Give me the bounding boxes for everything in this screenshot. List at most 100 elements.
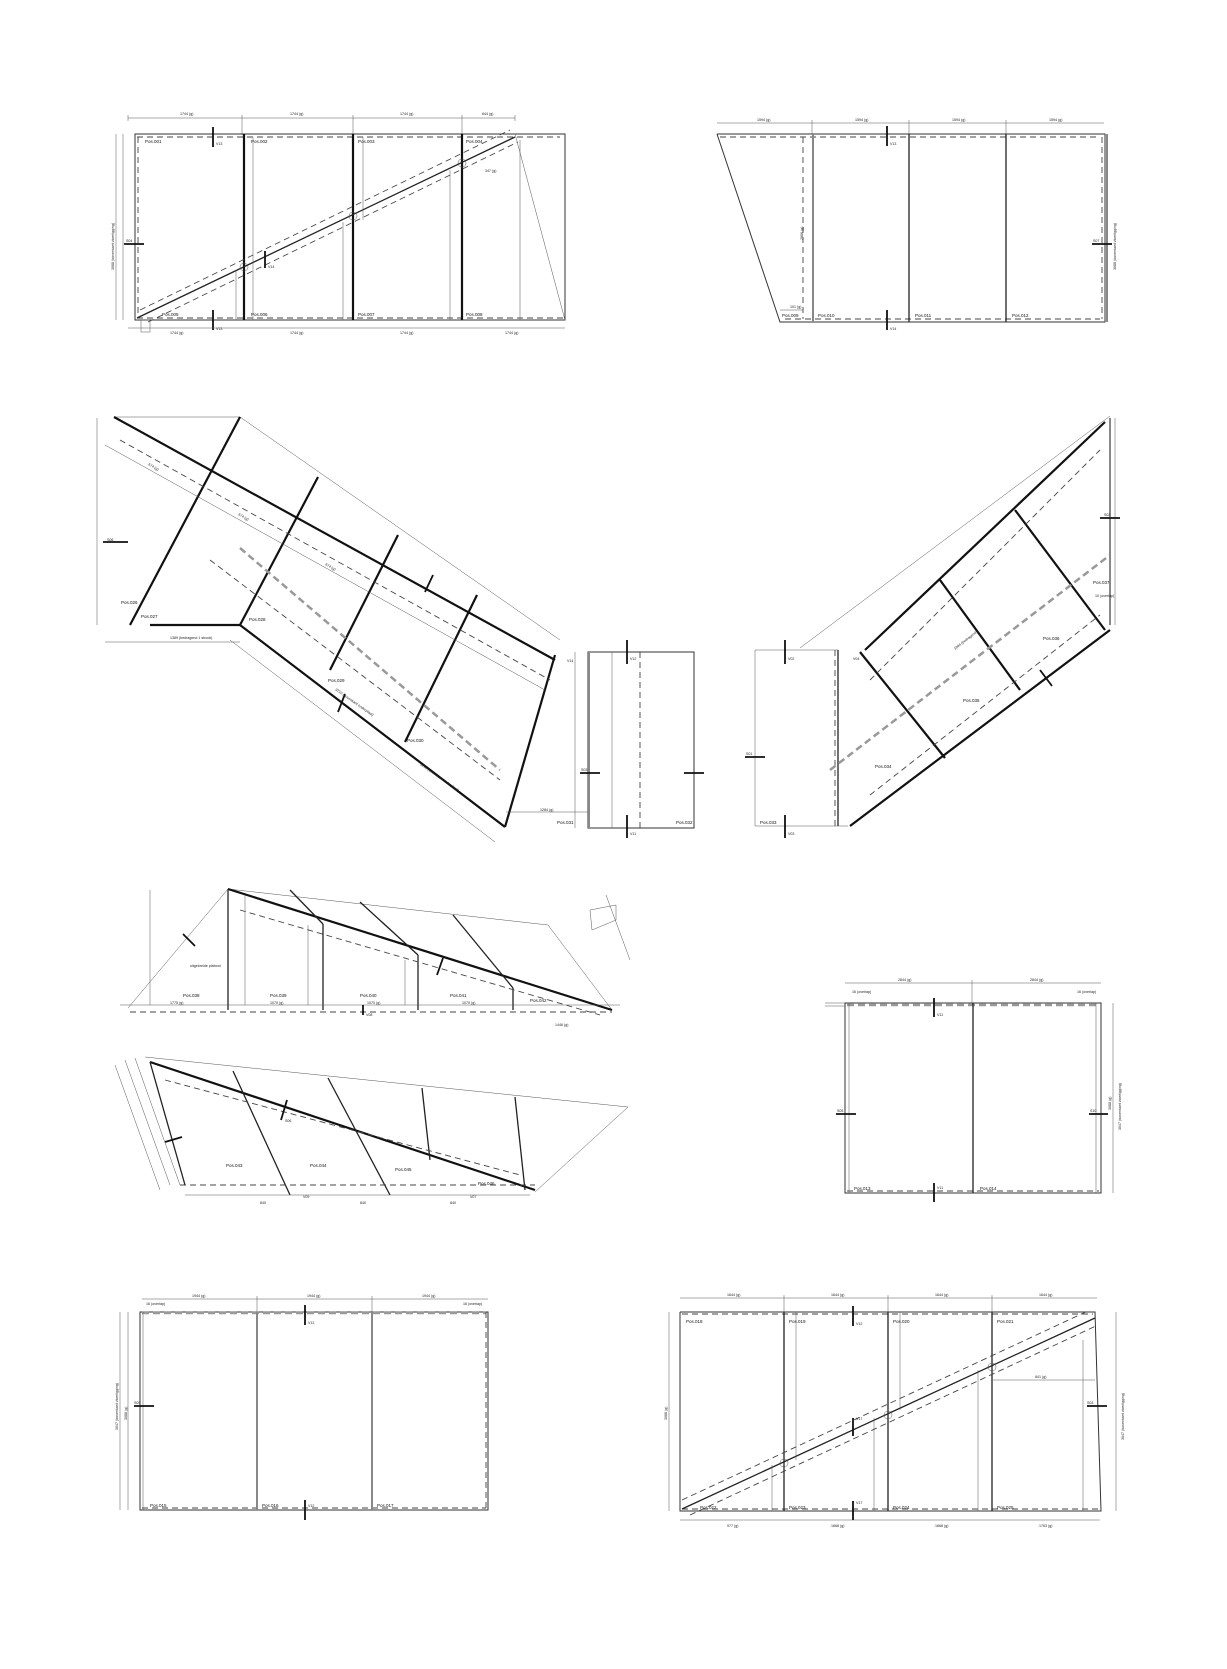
- dim-label: 16 (overlap): [1077, 990, 1096, 994]
- dim-label: 1944 (g): [307, 1294, 320, 1298]
- position-label: Pos.004: [466, 139, 483, 144]
- dim-label: 1070 (g): [367, 1001, 380, 1005]
- position-label: Pos.028: [249, 617, 266, 622]
- note: 3210 (bovenkant onderplaat): [419, 763, 459, 793]
- position-label: Pos.032: [676, 820, 693, 825]
- note: 1389 (bedragend 1 strook): [170, 636, 212, 640]
- position-label: Pos.033: [760, 820, 777, 825]
- position-label: Pos.013: [854, 1186, 871, 1191]
- section-mark: V14: [890, 327, 896, 331]
- dim-label: 1668 (g): [831, 1524, 844, 1528]
- dim-label: 1594 (g): [757, 118, 770, 122]
- section-mark: V11: [937, 1186, 943, 1190]
- section-mark: V12: [308, 1504, 314, 1508]
- dim-label: 1644 (g): [935, 1293, 948, 1297]
- position-label: Pos.015: [150, 1503, 167, 1508]
- dim-label: 1744 (g): [400, 112, 413, 116]
- dim-label: 347 (g): [485, 169, 496, 173]
- dim-label: 1763 (g): [1039, 1524, 1052, 1528]
- position-label: Pos.027: [141, 614, 158, 619]
- position-label: Pos.012: [1012, 313, 1029, 318]
- side-note: 3088 (bovenkant vloerligging): [1113, 223, 1117, 270]
- panel-1: 1744 (g) 1744 (g) 1744 (g) 644 (g): [111, 112, 566, 335]
- position-label: Pos.008: [466, 312, 483, 317]
- dim-label: 1668 (g): [935, 1524, 948, 1528]
- side-note: 3047 (bovenkant vloerligging): [1121, 1393, 1125, 1440]
- dim-label: 1644 (g): [831, 1293, 844, 1297]
- position-label: Pos.001: [145, 139, 162, 144]
- section-mark: V07: [470, 1195, 476, 1199]
- dim-label: 1446 (g): [555, 1023, 568, 1027]
- position-label: Pos.044: [310, 1163, 327, 1168]
- dim-label: 1284 (g): [540, 808, 553, 812]
- position-label: Pos.009: [782, 313, 799, 318]
- position-label: Pos.020: [893, 1319, 910, 1324]
- position-label: Pos.010: [818, 313, 835, 318]
- dim-label: 2986 (g): [800, 227, 804, 240]
- dim-label: 1744 (g): [290, 112, 303, 116]
- position-label: Pos.039: [270, 993, 287, 998]
- dim-label: 1594 (g): [952, 118, 965, 122]
- dim-label: 1744 (g): [180, 112, 193, 116]
- dim-label: 1070 (g): [270, 1001, 283, 1005]
- panel-8: 1944 (g) 1944 (g) 1944 (g) 16 (overlap) …: [115, 1294, 489, 1520]
- dim-label: 644 (g): [482, 112, 493, 116]
- section-mark: S05: [837, 1109, 843, 1113]
- panel-5: Pos.038 Pos.039 Pos.040 Pos.041 Pos.042 …: [120, 887, 631, 1027]
- panel-9: 1644 (g) 1644 (g) 1644 (g) 1644 (g) Pos.…: [664, 1293, 1125, 1528]
- section-mark: V13: [890, 142, 896, 146]
- dim-label: 1744 (g): [290, 331, 303, 335]
- position-label: Pos.024: [893, 1505, 910, 1510]
- section-mark: V04: [853, 657, 859, 661]
- position-label: Pos.007: [358, 312, 375, 317]
- dim-label: 1644 (g): [1039, 1293, 1052, 1297]
- section-mark: V14: [268, 265, 274, 269]
- section-mark: S02: [1104, 513, 1110, 517]
- dim-label: 1775 (g): [170, 1001, 183, 1005]
- dim-label: 16 (overlap): [146, 1302, 165, 1306]
- dim-label: 1744 (g): [170, 331, 183, 335]
- position-label: Pos.014: [980, 1186, 997, 1191]
- position-label: Pos.021: [997, 1319, 1014, 1324]
- position-label: Pos.025: [997, 1505, 1014, 1510]
- note: 1994 (bedragend): [953, 630, 978, 651]
- position-label: Pos.017: [377, 1503, 394, 1508]
- position-label: Pos.037: [1093, 580, 1110, 585]
- position-label: Pos.016: [262, 1503, 279, 1508]
- dim-label: 1070 (g): [462, 1001, 475, 1005]
- dim-label: 2844 (g): [1030, 978, 1043, 982]
- position-label: Pos.030: [407, 738, 424, 743]
- position-label: Pos.041: [450, 993, 467, 998]
- dim-label: 674 (g): [325, 562, 337, 571]
- dim-label: 2844 (g): [898, 978, 911, 982]
- dim-label: 977 (g): [727, 1524, 738, 1528]
- panel-4: Pos.033 Pos.034 Pos.035 Pos.036 Pos.037 …: [745, 415, 1120, 838]
- section-mark: V12: [856, 1322, 862, 1326]
- dim-label: 674 (g): [238, 512, 250, 521]
- section-mark: V03: [788, 832, 794, 836]
- dim-label: 1594 (g): [1049, 118, 1062, 122]
- position-label: Pos.002: [251, 139, 268, 144]
- note: 10 (overlap): [1095, 594, 1114, 598]
- dim-label: 16 (overlap): [463, 1302, 482, 1306]
- panel-7: 2844 (g) 2844 (g) 16 (overlap) 16 (overl…: [825, 978, 1122, 1202]
- side-note: 3047 (bovenkant vloerligging): [1118, 1083, 1122, 1130]
- section-mark: V13: [216, 327, 222, 331]
- position-label: Pos.038: [183, 993, 200, 998]
- position-label: Pos.011: [915, 313, 932, 318]
- section-mark: S03: [1087, 1401, 1093, 1405]
- section-mark: S10: [1090, 1109, 1096, 1113]
- dim-label: 840: [260, 1201, 266, 1205]
- section-mark: S05: [134, 1401, 140, 1405]
- section-mark: S06: [285, 1119, 291, 1123]
- position-label: Pos.034: [875, 764, 892, 769]
- section-mark: S06: [107, 538, 113, 542]
- dim-label: 841 (g): [1035, 1375, 1046, 1379]
- position-label: Pos.046: [478, 1181, 495, 1186]
- section-mark: V11: [937, 1013, 943, 1017]
- position-label: Pos.042: [530, 998, 547, 1003]
- section-mark: V08: [366, 1013, 372, 1017]
- dim-label: 1944 (g): [192, 1294, 205, 1298]
- side-note: 3088 (bovenkant vloerligging): [111, 223, 115, 270]
- panel-3: Pos.026 Pos.027 Pos.028 Pos.029 Pos.030 …: [96, 416, 693, 843]
